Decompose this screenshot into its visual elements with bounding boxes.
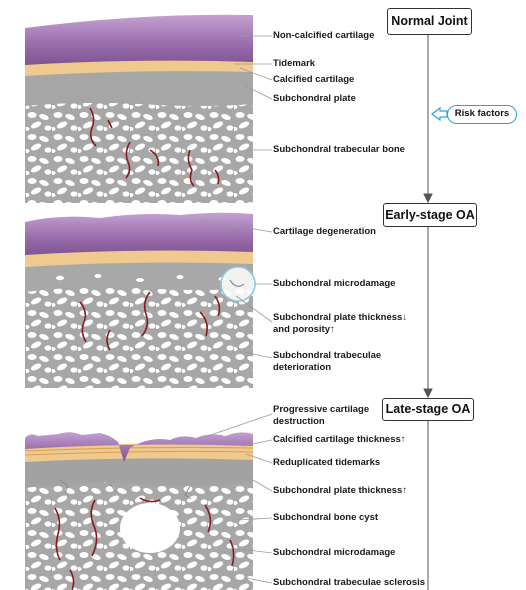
subchondral-plate-1 xyxy=(25,69,253,106)
late-oa-illustration xyxy=(25,432,253,590)
non-calcified-cartilage-1 xyxy=(25,15,253,65)
normal-joint-illustration xyxy=(25,15,253,203)
label-calcified-cartilage-thickness: Calcified cartilage thickness↑ xyxy=(273,434,406,446)
non-calcified-cartilage-2 xyxy=(25,213,253,255)
label-trabeculae-deterioration-1: Subchondral trabeculae xyxy=(273,350,381,362)
label-tidemark: Tidemark xyxy=(273,58,315,70)
label-progressive-cartilage-destruction-1: Progressive cartilage xyxy=(273,404,369,416)
early-oa-illustration xyxy=(25,213,255,388)
label-reduplicated-tidemarks: Reduplicated tidemarks xyxy=(273,457,380,469)
label-subchondral-bone-cyst: Subchondral bone cyst xyxy=(273,512,378,524)
label-cartilage-degeneration: Cartilage degeneration xyxy=(273,226,376,238)
label-plate-thickness-early: Subchondral plate thickness↓ xyxy=(273,312,407,324)
label-subchondral-plate-thickness-late: Subchondral plate thickness↑ xyxy=(273,485,407,497)
stage-title-normal: Normal Joint xyxy=(387,8,472,35)
stage-title-early: Early-stage OA xyxy=(383,203,477,227)
flow-arrows xyxy=(424,35,432,590)
label-calcified-cartilage: Calcified cartilage xyxy=(273,74,354,86)
microdamage-magnifier xyxy=(221,267,255,301)
risk-arrow-icon xyxy=(432,108,447,120)
stage-title-late: Late-stage OA xyxy=(382,398,474,421)
label-subchondral-microdamage-early: Subchondral microdamage xyxy=(273,278,395,290)
risk-factors-badge: Risk factors xyxy=(447,105,517,124)
label-porosity-early: and porosity↑ xyxy=(273,324,335,336)
label-subchondral-trabecular-bone: Subchondral trabecular bone xyxy=(273,144,405,156)
label-trabeculae-sclerosis: Subchondral trabeculae sclerosis xyxy=(273,577,425,589)
trabecular-bone-1 xyxy=(25,100,253,203)
bone-cyst xyxy=(120,503,180,553)
label-subchondral-microdamage-late: Subchondral microdamage xyxy=(273,547,395,559)
label-subchondral-plate: Subchondral plate xyxy=(273,93,356,105)
label-progressive-cartilage-destruction-2: destruction xyxy=(273,416,325,428)
label-trabeculae-deterioration-2: deterioration xyxy=(273,362,331,374)
label-non-calcified-cartilage: Non-calcified cartilage xyxy=(273,30,374,42)
